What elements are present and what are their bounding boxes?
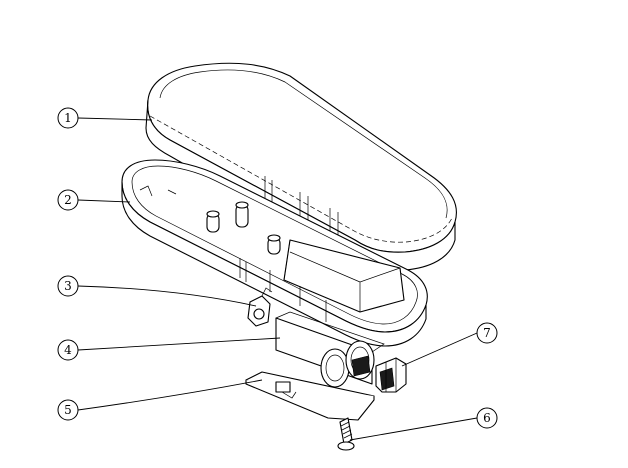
- callout-7-label: 7: [483, 326, 491, 340]
- callout-6: 6: [476, 407, 498, 429]
- battery-holder: [275, 311, 385, 388]
- circuit-board: [245, 371, 375, 421]
- callout-4: 4: [57, 339, 79, 361]
- callout-1-label: 1: [64, 111, 72, 125]
- callout-3-label: 3: [64, 279, 72, 293]
- callout-3: 3: [57, 275, 79, 297]
- callout-7: 7: [476, 322, 498, 344]
- clip: [247, 287, 273, 327]
- callout-6-label: 6: [483, 411, 491, 425]
- leader-lines: [77, 117, 478, 441]
- top-cover: [145, 62, 457, 272]
- callout-2-label: 2: [64, 193, 72, 207]
- callout-4-label: 4: [64, 343, 72, 357]
- callout-5-label: 5: [64, 403, 72, 417]
- bottom-housing: [121, 159, 428, 347]
- spring-contact: [375, 357, 407, 393]
- screw: [337, 417, 355, 451]
- callout-2: 2: [57, 189, 79, 211]
- callout-1: 1: [57, 107, 79, 129]
- callout-5: 5: [57, 399, 79, 421]
